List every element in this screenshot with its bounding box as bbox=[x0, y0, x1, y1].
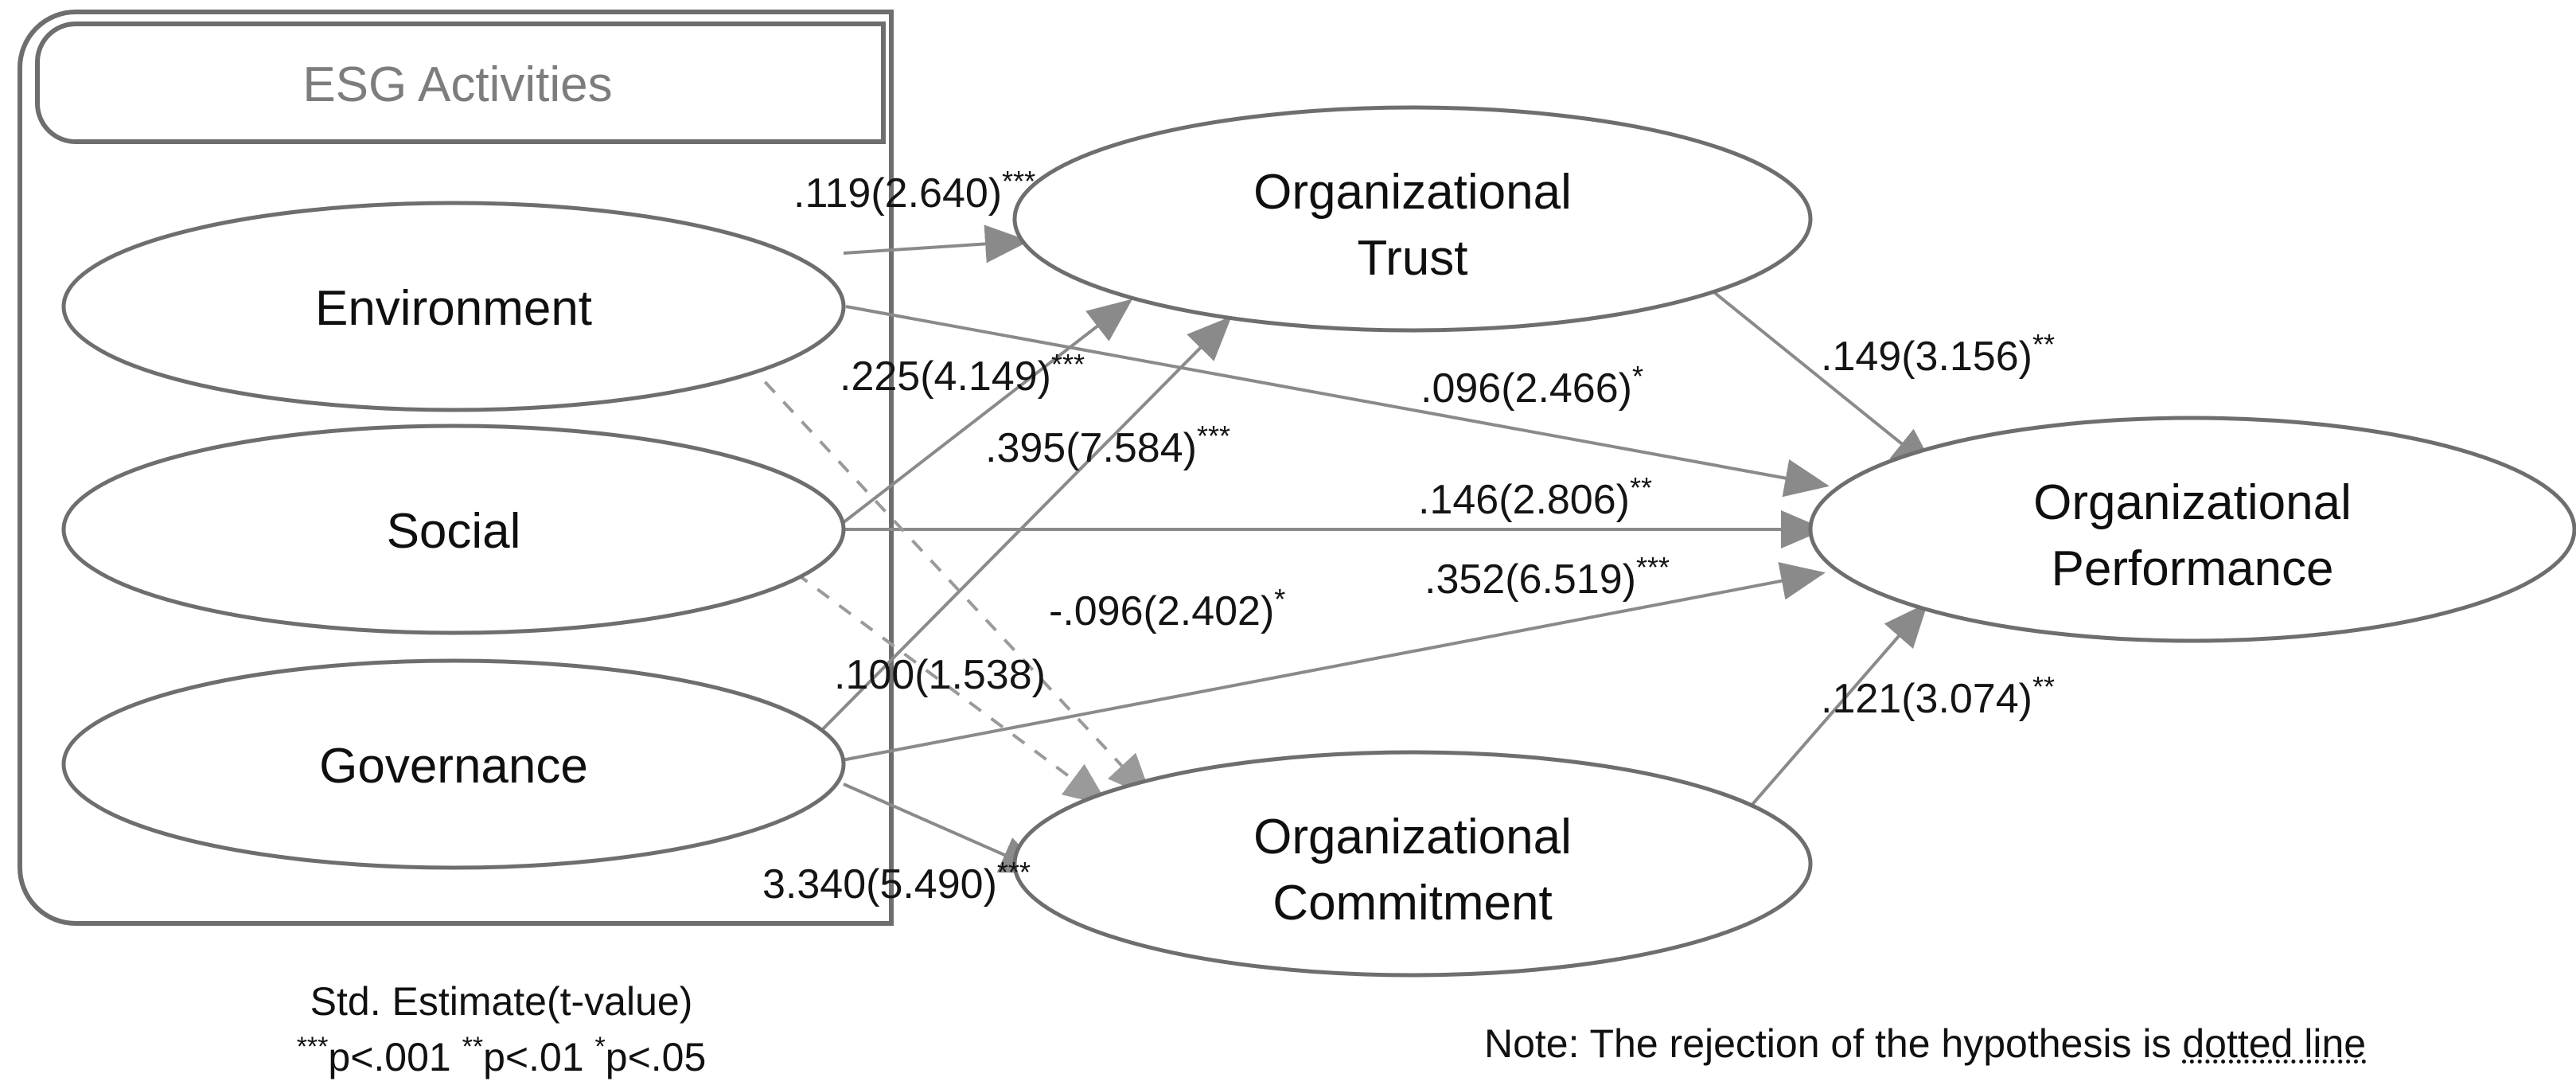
node-organizational-commitment-label-line1: Organizational bbox=[1253, 810, 1572, 865]
note-emphasis: dotted line bbox=[2182, 1021, 2367, 1066]
esg-group-title: ESG Activities bbox=[302, 57, 612, 112]
legend-significance-line: ***p<.001 **p<.01 *p<.05 bbox=[297, 1032, 707, 1079]
coef-label-p7: -.096(2.402)* bbox=[1049, 583, 1285, 635]
coef-stars-p1: *** bbox=[1002, 165, 1035, 197]
path-line-environment-to-trust bbox=[843, 224, 1030, 263]
path-line-governance-to-performance bbox=[841, 562, 1826, 762]
legend-text-05: p<.05 bbox=[606, 1035, 707, 1079]
coef-label-p5: .146(2.806)** bbox=[1418, 471, 1652, 524]
coefficient-labels-layer: .119(2.640)*** .225(4.149)*** .395(7.584… bbox=[762, 165, 2055, 908]
legend-stars-001: *** bbox=[297, 1032, 329, 1062]
coef-label-p4: .096(2.466)* bbox=[1421, 360, 1643, 412]
coef-stars-p4: * bbox=[1632, 360, 1643, 392]
node-social[interactable]: Social bbox=[61, 424, 846, 635]
coef-label-p6: .352(6.519)*** bbox=[1424, 551, 1670, 603]
path-line-social-to-trust bbox=[838, 299, 1133, 527]
legend: Std. Estimate(t-value) ***p<.001 **p<.01… bbox=[297, 979, 707, 1079]
coef-label-p2: .225(4.149)*** bbox=[840, 348, 1085, 400]
legend-text-01: p<.01 bbox=[483, 1035, 584, 1079]
coef-value-p11: .121(3.074) bbox=[1821, 676, 2032, 722]
node-social-ellipse bbox=[61, 424, 846, 635]
coef-value-p1: .119(2.640) bbox=[793, 170, 1002, 217]
node-environment-ellipse bbox=[61, 201, 846, 412]
coef-label-p10: .149(3.156)** bbox=[1821, 328, 2055, 381]
coef-stars-p7: * bbox=[1274, 583, 1285, 615]
coef-label-p9: 3.340(5.490)*** bbox=[762, 856, 1031, 908]
node-governance-ellipse bbox=[61, 658, 846, 870]
node-environment[interactable]: Environment bbox=[61, 201, 846, 412]
coef-value-p10: .149(3.156) bbox=[1821, 334, 2032, 380]
coef-stars-p2: *** bbox=[1051, 348, 1085, 381]
path-line-environment-to-commitment bbox=[727, 341, 1152, 798]
node-environment-label: Environment bbox=[315, 281, 592, 336]
node-organizational-trust-ellipse bbox=[1012, 105, 1813, 333]
coef-stars-p5: ** bbox=[1630, 471, 1652, 504]
coef-stars-p6: *** bbox=[1636, 551, 1670, 584]
coef-label-p8: .100(1.538) bbox=[834, 652, 1046, 698]
coef-value-p4: .096(2.466) bbox=[1421, 365, 1632, 412]
coef-label-p3: .395(7.584)*** bbox=[985, 420, 1230, 472]
coef-label-p1: .119(2.640)*** bbox=[793, 165, 1035, 217]
path-lines-layer bbox=[727, 224, 1937, 873]
coef-stars-p9: *** bbox=[997, 856, 1031, 888]
node-organizational-trust-label-line2: Trust bbox=[1358, 231, 1468, 286]
esg-group-header-box bbox=[35, 21, 886, 144]
path-line-trust-to-performance bbox=[1705, 285, 1937, 472]
esg-activities-group: ESG Activities bbox=[18, 10, 894, 926]
node-social-label: Social bbox=[387, 504, 521, 559]
node-organizational-performance-label-line2: Performance bbox=[2052, 541, 2334, 596]
coef-value-p9: 3.340(5.490) bbox=[762, 861, 997, 908]
esg-group-border bbox=[18, 10, 894, 926]
coef-value-p8: .100(1.538) bbox=[834, 652, 1046, 698]
path-line-governance-to-commitment bbox=[843, 783, 1046, 873]
path-line-social-to-commitment bbox=[794, 572, 1109, 806]
node-organizational-performance-ellipse bbox=[1808, 416, 2576, 643]
note-line: Note: The rejection of the hypothesis is… bbox=[1484, 1021, 2366, 1067]
legend-estimate-line: Std. Estimate(t-value) bbox=[310, 979, 693, 1024]
coef-label-p11: .121(3.074)** bbox=[1821, 670, 2055, 723]
legend-stars-01: ** bbox=[462, 1032, 483, 1062]
coef-value-p3: .395(7.584) bbox=[985, 425, 1197, 471]
node-governance-label: Governance bbox=[319, 739, 588, 794]
coef-stars-p3: *** bbox=[1197, 420, 1230, 452]
node-organizational-trust[interactable]: Organizational Trust bbox=[1012, 105, 1813, 333]
coef-stars-p10: ** bbox=[2032, 328, 2055, 361]
coef-stars-p11: ** bbox=[2032, 670, 2055, 703]
coef-value-p7: -.096(2.402) bbox=[1049, 588, 1274, 634]
node-organizational-trust-label-line1: Organizational bbox=[1253, 165, 1572, 220]
node-organizational-commitment-ellipse bbox=[1012, 750, 1813, 978]
node-organizational-commitment[interactable]: Organizational Commitment bbox=[1012, 750, 1813, 978]
path-line-environment-to-performance bbox=[845, 305, 1830, 498]
path-line-commitment-to-performance bbox=[1737, 602, 1928, 822]
coef-value-p5: .146(2.806) bbox=[1418, 477, 1630, 523]
legend-text-001: p<.001 bbox=[328, 1035, 450, 1079]
legend-stars-05: * bbox=[595, 1032, 606, 1062]
node-organizational-performance[interactable]: Organizational Performance bbox=[1808, 416, 2576, 643]
node-governance[interactable]: Governance bbox=[61, 658, 846, 870]
coef-value-p6: .352(6.519) bbox=[1424, 556, 1636, 603]
coef-value-p2: .225(4.149) bbox=[840, 353, 1051, 400]
node-organizational-commitment-label-line2: Commitment bbox=[1272, 876, 1552, 931]
node-organizational-performance-label-line1: Organizational bbox=[2033, 475, 2352, 530]
note-prefix: Note: The rejection of the hypothesis is bbox=[1484, 1021, 2183, 1066]
